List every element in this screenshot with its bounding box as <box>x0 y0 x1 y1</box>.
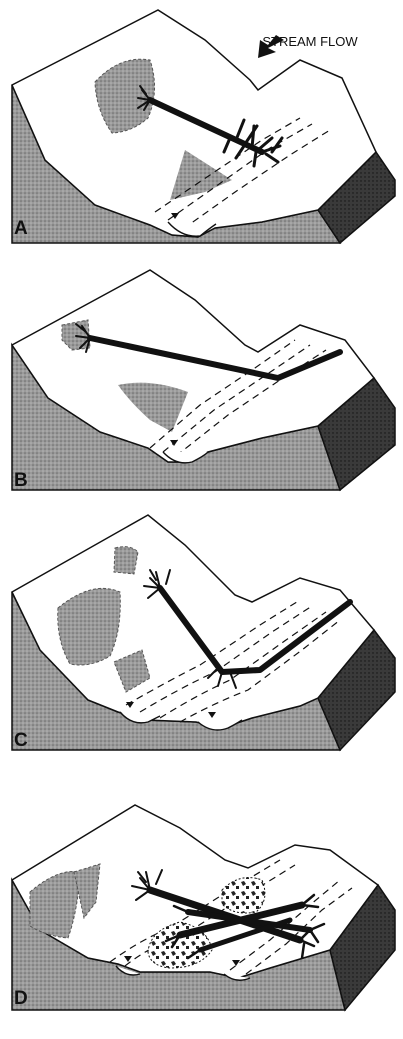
panel-b: B <box>12 270 395 491</box>
panel-a: STREAM FLOW A <box>12 10 395 243</box>
panel-d: D <box>12 805 395 1010</box>
panel-d-label: D <box>14 988 28 1009</box>
panel-c-bank-patch-1 <box>114 547 138 574</box>
panel-c-label: C <box>14 730 28 751</box>
stream-flow-label: STREAM FLOW <box>262 34 358 49</box>
panel-c: C <box>12 515 395 751</box>
panel-b-label: B <box>14 470 28 491</box>
panel-a-label: A <box>14 218 28 239</box>
